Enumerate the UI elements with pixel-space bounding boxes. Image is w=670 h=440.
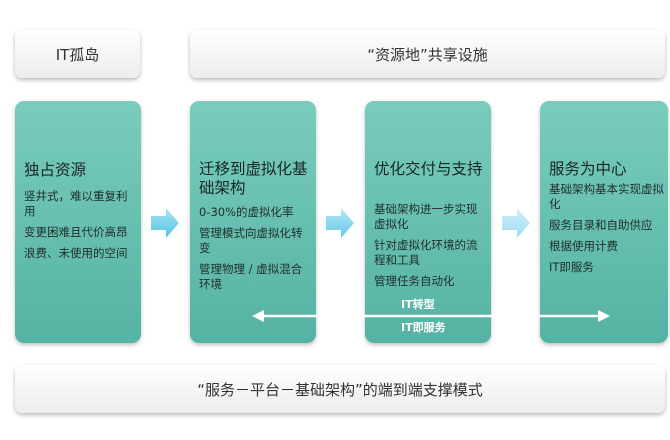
arrow-right-icon (502, 208, 530, 238)
stage-item-list: 基础架构进一步实现虚拟化 针对虚拟化环境的流程和工具 管理任务自动化 (374, 202, 487, 295)
shared-facilities-label: “资源地”共享设施 (367, 45, 488, 64)
it-transformation-label: IT转型 (401, 298, 435, 311)
shared-facilities-header: “资源地”共享设施 (190, 30, 665, 78)
stage-card-service-centric: 服务为中心 基础架构基本实现虚拟化 服务目录和自助供应 根据使用计费 IT即服务 (540, 101, 668, 343)
stage-item-list: 0-30%的虚拟化率 管理模式向虚拟化转变 管理物理 / 虚拟混合环境 (199, 205, 312, 298)
stage-item: 基础架构进一步实现虚拟化 (374, 202, 478, 231)
it-silo-label: IT孤岛 (55, 45, 100, 64)
stage-item: 0-30%的虚拟化率 (199, 205, 294, 219)
stage-item: 竖井式，难以重复利用 (24, 189, 128, 218)
stage-title: 优化交付与支持 (374, 160, 483, 178)
stage-card-dedicated-resources: 独占资源 竖井式，难以重复利用 变更困难且代价高昂 浪费、未使用的空间 (15, 101, 141, 343)
support-model-footer: “服务－平台－基础架构”的端到端支撑模式 (15, 365, 665, 413)
stage-item: 管理模式向虚拟化转变 (199, 226, 303, 255)
arrow-right-icon (326, 208, 354, 238)
stage-card-optimize-delivery: 优化交付与支持 基础架构进一步实现虚拟化 针对虚拟化环境的流程和工具 管理任务自… (365, 101, 491, 343)
stage-item: 管理任务自动化 (374, 274, 455, 288)
stage-item-list: 基础架构基本实现虚拟化 服务目录和自助供应 根据使用计费 IT即服务 (549, 182, 664, 281)
stage-item: 管理物理 / 虚拟混合环境 (199, 262, 303, 291)
it-as-a-service-label: IT即服务 (401, 321, 446, 334)
stage-title: 服务为中心 (549, 160, 627, 178)
stage-title: 独占资源 (24, 161, 87, 179)
double-headed-arrow-icon (252, 310, 610, 322)
stage-item: 针对虚拟化环境的流程和工具 (374, 238, 478, 267)
it-silo-header: IT孤岛 (15, 30, 140, 78)
stage-item: IT即服务 (549, 260, 594, 274)
stage-item: 浪费、未使用的空间 (24, 246, 128, 260)
stage-item: 变更困难且代价高昂 (24, 225, 128, 239)
stage-title: 迁移到虚拟化基础架构 (199, 160, 308, 197)
stage-card-virtualization: 迁移到虚拟化基础架构 0-30%的虚拟化率 管理模式向虚拟化转变 管理物理 / … (190, 101, 316, 343)
arrow-right-icon (151, 208, 179, 238)
stage-item: 根据使用计费 (549, 239, 618, 253)
stage-item: 服务目录和自助供应 (549, 218, 653, 232)
stage-item-list: 竖井式，难以重复利用 变更困难且代价高昂 浪费、未使用的空间 (24, 189, 137, 267)
stage-item: 基础架构基本实现虚拟化 (549, 182, 664, 211)
support-model-label: “服务－平台－基础架构”的端到端支撑模式 (197, 380, 483, 399)
